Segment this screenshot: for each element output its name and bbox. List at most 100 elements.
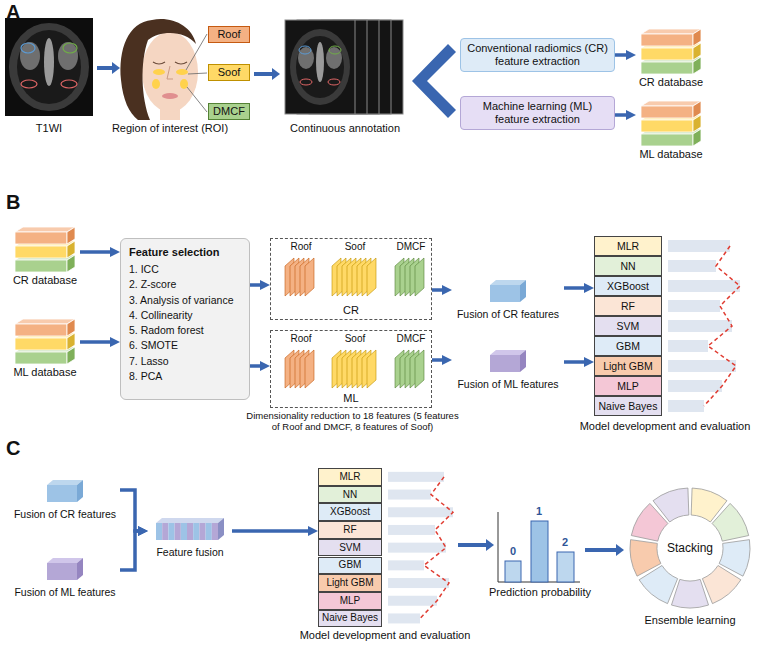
bar-chart xyxy=(388,507,453,517)
model-box: GBM xyxy=(594,336,662,356)
mri-image xyxy=(21,43,35,53)
feature-block xyxy=(490,280,526,285)
bar-chart xyxy=(668,360,736,372)
bar-chart xyxy=(668,340,708,352)
mri-slices xyxy=(329,46,341,54)
database-stack xyxy=(641,134,693,146)
leader-line xyxy=(186,34,207,70)
node-label: Fusion of CR features xyxy=(14,508,116,521)
caption-text: Model development and evaluation xyxy=(285,629,485,642)
roi-tag: DMCF xyxy=(208,103,250,120)
mri-image xyxy=(21,80,37,88)
feature-block xyxy=(193,523,199,540)
face-illustration xyxy=(167,66,173,79)
bar-chart xyxy=(668,380,722,392)
mri-image xyxy=(5,18,93,116)
flow-arrow xyxy=(97,66,112,70)
caption-text: 1 xyxy=(530,505,548,518)
face-illustration xyxy=(153,62,187,64)
bar-chart xyxy=(668,260,716,272)
split-chevron xyxy=(412,44,456,118)
mri-image xyxy=(5,18,93,116)
node-label: SVM xyxy=(339,542,361,554)
feature-block xyxy=(162,523,168,540)
bar-chart xyxy=(388,525,435,535)
feature-group: RoofSoofDMCFCR xyxy=(270,238,432,320)
database-stack xyxy=(641,48,693,60)
node-label: CR xyxy=(271,304,431,317)
flow-arrow xyxy=(458,543,486,547)
flow-arrow xyxy=(585,548,616,552)
feature-block: Fusion of CR features xyxy=(452,278,564,324)
ring-segments xyxy=(671,579,708,608)
node-label: Light GBM xyxy=(603,360,653,373)
node-label: ML xyxy=(271,392,431,405)
model-box: MLR xyxy=(318,468,382,486)
feature-block xyxy=(212,523,218,540)
mri-image xyxy=(17,30,81,104)
feature-block xyxy=(520,350,526,372)
database-stack xyxy=(641,101,701,106)
bar-chart xyxy=(668,240,730,252)
bar-chart xyxy=(668,240,740,412)
list-item: 8. PCA xyxy=(129,369,162,384)
model-box: MLP xyxy=(318,592,382,610)
ring-segments xyxy=(653,488,689,522)
caption-text: Dimensionality reduction to 18 features … xyxy=(245,410,460,433)
model-box: GBM xyxy=(318,557,382,575)
model-box: RF xyxy=(594,296,662,316)
node-label: MLP xyxy=(340,595,361,607)
face-illustration xyxy=(142,32,198,112)
feature-block xyxy=(490,285,520,302)
flow-arrow xyxy=(80,340,113,344)
feature-block xyxy=(199,523,205,540)
list-item: 6. SMOTE xyxy=(129,338,178,353)
bar-chart xyxy=(668,300,720,312)
feature-block xyxy=(206,523,212,540)
bar-chart xyxy=(388,543,446,553)
process-box: Machine learning (ML) feature extraction xyxy=(460,96,615,130)
group-label: Soof xyxy=(330,241,380,253)
face-illustration xyxy=(152,79,160,89)
caption-text: 2 xyxy=(556,536,574,549)
feature-block xyxy=(45,478,85,504)
flow-arrow xyxy=(120,490,141,531)
mri-slices xyxy=(328,79,340,85)
node-label: CR database xyxy=(639,76,703,89)
database-stack xyxy=(641,106,693,118)
model-box: XGBoost xyxy=(594,276,662,296)
database-stack xyxy=(639,28,703,76)
database-stack: ML database xyxy=(636,100,706,164)
feature-group: RoofSoofDMCFML xyxy=(270,330,432,408)
model-box: XGBoost xyxy=(318,503,382,521)
mri-slices xyxy=(296,36,344,98)
flow-arrow xyxy=(615,113,629,117)
node-label: GBM xyxy=(616,340,640,353)
panel-letter: C xyxy=(6,436,30,460)
flow-arrow xyxy=(80,250,113,254)
bar-chart xyxy=(388,472,453,624)
list-item: 2. Z-score xyxy=(129,277,176,292)
node-label: XGBoost xyxy=(330,506,370,518)
node-label: DMCF xyxy=(213,105,245,118)
node-label: Stacking xyxy=(667,541,713,555)
leader-line xyxy=(186,34,207,112)
feature-block xyxy=(77,558,83,580)
ring-segments xyxy=(712,503,749,541)
model-box: Light GBM xyxy=(594,356,662,376)
node-label: MLP xyxy=(617,380,639,393)
bar-chart xyxy=(388,613,420,623)
bar-chart xyxy=(668,320,732,332)
bar-chart xyxy=(668,280,740,292)
flow-arrow xyxy=(564,360,587,364)
database-stack xyxy=(15,232,67,244)
selection-box: Feature selection1. ICC2. Z-score3. Anal… xyxy=(120,238,250,400)
node-label: SVM xyxy=(617,320,640,333)
database-stack: CR database xyxy=(10,226,80,290)
node-label: Fusion of ML features xyxy=(14,586,115,599)
feature-slices xyxy=(415,350,424,388)
flow-arrow xyxy=(232,529,311,533)
node-label: Feature fusion xyxy=(156,546,223,559)
face-illustration xyxy=(153,69,165,75)
